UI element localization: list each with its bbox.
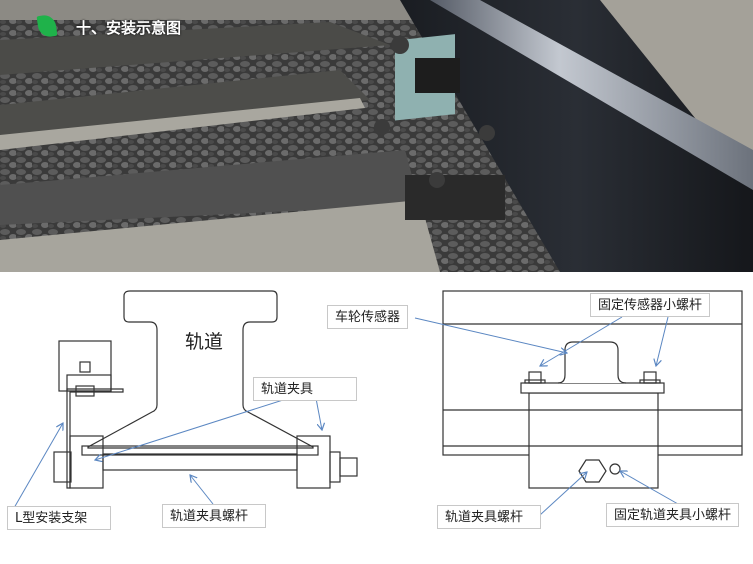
label-right-clamp-bolt: 轨道夹具螺杆 [437,505,541,529]
installation-diagram [13,290,743,516]
label-clamp-bolt: 轨道夹具螺杆 [162,504,266,528]
label-l-bracket: L型安装支架 [7,506,111,530]
label-clamp-small-bolt: 固定轨道夹具小螺杆 [606,503,740,527]
sensor-and-clamp-front [520,341,665,489]
installation-render-photo [0,0,753,272]
section-title: 十、安装示意图 [76,19,182,37]
rail-label: 轨道 [185,331,224,353]
sensor-box-and-bracket [58,340,124,489]
clamp-bolt-rod [53,435,358,489]
label-rail-clamp: 轨道夹具 [253,377,357,401]
label-sensor-bolt: 固定传感器小螺杆 [590,293,711,317]
rail-cross-section [87,290,314,449]
label-wheel-sensor: 车轮传感器 [327,305,409,329]
